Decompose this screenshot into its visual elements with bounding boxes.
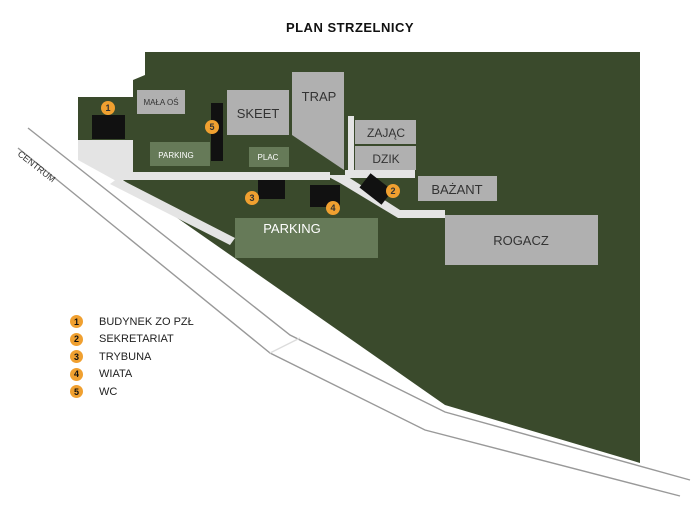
parking-large-label: PARKING (263, 221, 321, 236)
legend-label: TRYBUNA (99, 350, 152, 363)
main-road (17, 127, 691, 497)
zone-mala-os (137, 90, 185, 114)
zone-zajac-label: ZAJĄC (367, 126, 405, 140)
zone-trap (292, 72, 344, 170)
road-label: CENTRUM (16, 149, 58, 185)
marker-4: 4 (326, 201, 340, 215)
zone-mala-os-label: MAŁA OŚ (143, 98, 178, 107)
legend-marker-3: 3 (70, 350, 83, 364)
marker-1: 1 (101, 101, 115, 115)
map-title: PLAN STRZELNICY (285, 20, 415, 35)
legend-label: WIATA (99, 368, 133, 381)
legend-label: WC (99, 385, 118, 398)
legend-item: 5 WC (70, 383, 194, 401)
entrance-area (78, 140, 133, 182)
legend-marker-5: 5 (70, 385, 83, 399)
building-wc (211, 103, 223, 161)
marker-4-number: 4 (330, 203, 335, 213)
plac-label: PLAC (258, 153, 279, 162)
parking-large (235, 218, 378, 258)
zone-zajac (355, 120, 416, 144)
marker-2-number: 2 (390, 186, 395, 196)
legend-label: SEKRETARIAT (99, 333, 174, 346)
building-trybuna (258, 180, 285, 199)
building-sekretariat (359, 173, 393, 205)
legend-marker-1: 1 (70, 315, 83, 329)
zone-dzik (355, 146, 416, 170)
legend-item: 1 BUDYNEK ZO PZŁ (70, 313, 194, 331)
legend-marker-4: 4 (70, 367, 83, 381)
zone-rogacz-label: ROGACZ (493, 233, 549, 248)
zone-bazant-label: BAŻANT (431, 182, 482, 197)
legend-marker-2: 2 (70, 332, 83, 346)
legend-item: 4 WIATA (70, 366, 194, 384)
zone-skeet-label: SKEET (237, 106, 280, 121)
map-legend: 1 BUDYNEK ZO PZŁ 2 SEKRETARIAT 3 TRYBUNA… (70, 313, 194, 401)
zone-dzik-label: DZIK (372, 152, 399, 166)
marker-2: 2 (386, 184, 400, 198)
legend-label: BUDYNEK ZO PZŁ (99, 315, 194, 328)
zone-bazant (418, 176, 497, 201)
parking-small-label: PARKING (158, 151, 193, 160)
marker-5-number: 5 (209, 122, 214, 132)
parking-small (150, 142, 210, 166)
plac-area (249, 147, 289, 167)
legend-item: 3 TRYBUNA (70, 348, 194, 366)
building-zo-pzl (92, 115, 125, 139)
marker-3: 3 (245, 191, 259, 205)
paths (110, 116, 445, 245)
legend-item: 2 SEKRETARIAT (70, 331, 194, 349)
marker-5: 5 (205, 120, 219, 134)
zone-trap-label: TRAP (302, 89, 337, 104)
zone-rogacz (445, 215, 598, 265)
zone-skeet (227, 90, 289, 135)
marker-3-number: 3 (249, 193, 254, 203)
marker-1-number: 1 (105, 103, 110, 113)
